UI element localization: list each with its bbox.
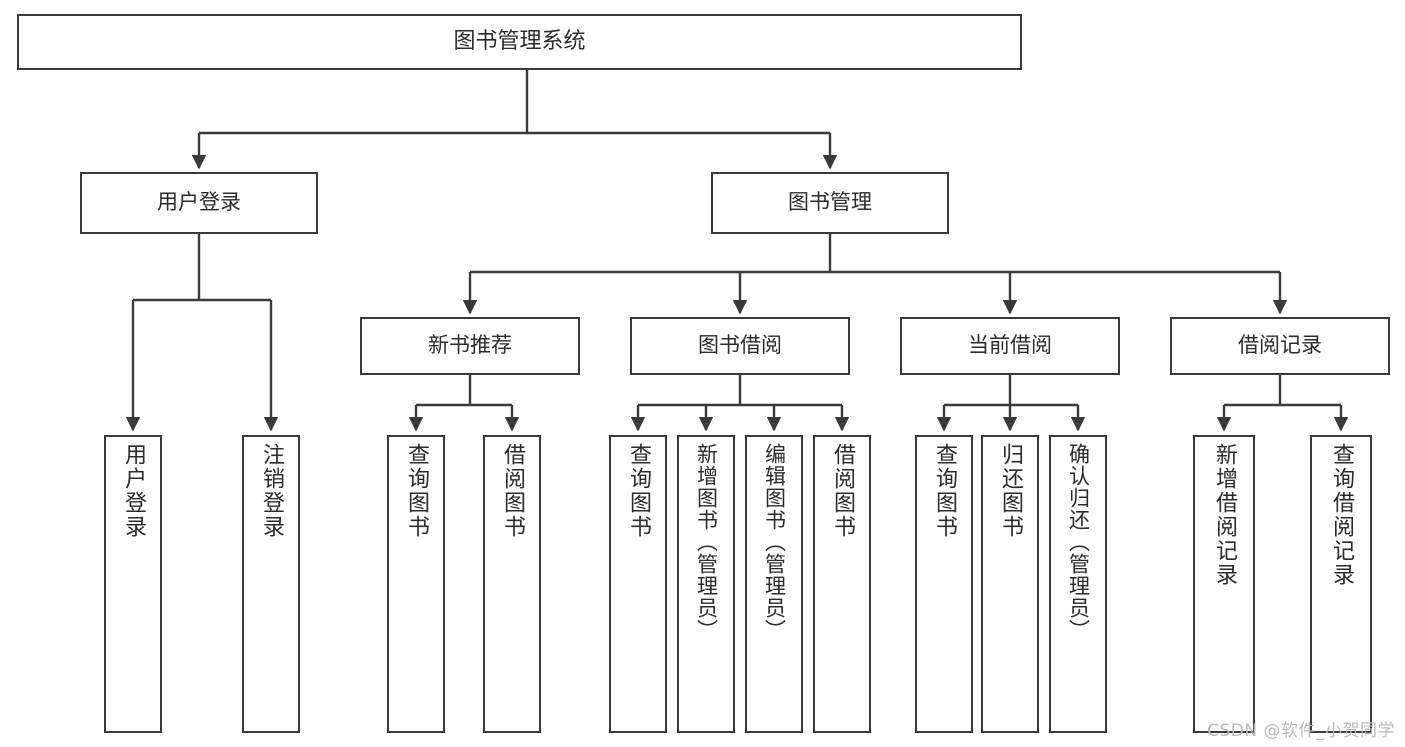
node-label: 借阅记录 — [1238, 333, 1322, 358]
node-leaf-add-borrow-record[interactable]: 新增借阅记录 — [1193, 435, 1255, 733]
node-label: 查询图书 — [932, 443, 957, 539]
node-leaf-query-book-borrow[interactable]: 查询图书 — [609, 435, 667, 733]
node-label: 用户登录 — [121, 443, 146, 539]
node-leaf-user-login[interactable]: 用户登录 — [104, 435, 162, 733]
node-book-borrow[interactable]: 图书借阅 — [630, 317, 850, 375]
node-leaf-borrow-book-recommend[interactable]: 借阅图书 — [483, 435, 541, 733]
node-new-book-recommend[interactable]: 新书推荐 — [360, 317, 580, 375]
node-leaf-query-book-current[interactable]: 查询图书 — [915, 435, 973, 733]
node-label: 借阅图书 — [830, 443, 855, 539]
node-leaf-confirm-return-admin[interactable]: 确认归还（管理员） — [1049, 435, 1107, 733]
node-current-borrow[interactable]: 当前借阅 — [900, 317, 1120, 375]
node-label: 图书管理系统 — [453, 28, 586, 54]
node-label: 新增图书（管理员） — [694, 443, 719, 641]
node-leaf-logout[interactable]: 注销登录 — [242, 435, 300, 733]
node-label: 当前借阅 — [968, 333, 1052, 358]
node-label: 查询图书 — [404, 443, 429, 539]
node-leaf-edit-book-admin[interactable]: 编辑图书（管理员） — [745, 435, 803, 733]
node-root-system[interactable]: 图书管理系统 — [17, 14, 1022, 70]
node-label: 归还图书 — [998, 443, 1023, 539]
node-leaf-query-borrow-record[interactable]: 查询借阅记录 — [1310, 435, 1372, 733]
node-label: 查询图书 — [626, 443, 651, 539]
node-book-management[interactable]: 图书管理 — [711, 172, 949, 234]
node-leaf-query-book-recommend[interactable]: 查询图书 — [387, 435, 445, 733]
csdn-watermark: CSDN @软件_小贺同学 — [1207, 721, 1395, 741]
node-label: 查询借阅记录 — [1329, 443, 1354, 587]
node-label: 新书推荐 — [428, 333, 512, 358]
node-borrow-record[interactable]: 借阅记录 — [1170, 317, 1390, 375]
node-label: 新增借阅记录 — [1212, 443, 1237, 587]
node-label: 编辑图书（管理员） — [762, 443, 787, 641]
node-label: 借阅图书 — [500, 443, 525, 539]
node-label: 用户登录 — [157, 190, 241, 215]
node-user-login[interactable]: 用户登录 — [80, 172, 318, 234]
node-label: 注销登录 — [259, 443, 284, 539]
node-label: 图书管理 — [788, 190, 872, 215]
node-leaf-add-book-admin[interactable]: 新增图书（管理员） — [677, 435, 735, 733]
node-leaf-return-book[interactable]: 归还图书 — [981, 435, 1039, 733]
node-leaf-borrow-book[interactable]: 借阅图书 — [813, 435, 871, 733]
node-label: 确认归还（管理员） — [1066, 443, 1091, 641]
node-label: 图书借阅 — [698, 333, 782, 358]
